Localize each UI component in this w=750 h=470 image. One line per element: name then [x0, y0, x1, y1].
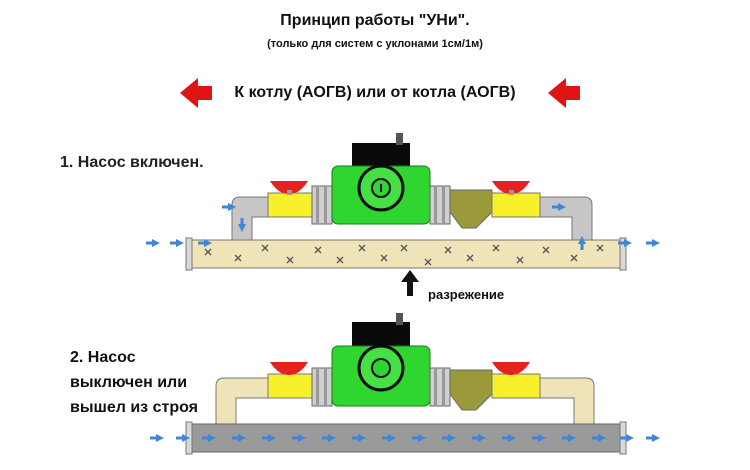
valve-body-right: [491, 192, 541, 218]
union-nut-left: [311, 185, 333, 225]
union-nut-right: [429, 185, 451, 225]
bypass-riser-right: [539, 196, 593, 241]
direction-arrow-right-icon: [548, 78, 580, 108]
valve-handle-right-2-icon: [492, 362, 530, 375]
main-pipe: [191, 239, 621, 269]
filter-body: [449, 189, 493, 229]
valve-body-left: [267, 192, 313, 218]
pipe-flange-left: [185, 237, 193, 271]
state-pump-on-label: 1. Насос включен.: [60, 154, 204, 171]
vacuum-label: разрежение: [428, 287, 505, 302]
vacuum-arrow-icon: [401, 270, 419, 296]
filter-body-2: [449, 369, 493, 411]
state-pump-off-label: 2. Насос выключен или вышел из строя: [70, 349, 198, 416]
diagram-title: Принцип работы "УНи".: [280, 12, 470, 29]
unit-pump-on: [146, 133, 660, 296]
bypass-riser-right-2: [539, 377, 595, 425]
pipe-flange-right: [619, 237, 627, 271]
flow-direction-label: К котлу (АОГВ) или от котла (АОГВ): [234, 84, 516, 101]
valve-handle-left-icon: [270, 181, 308, 194]
diagram-subtitle: (только для систем с уклонами 1см/1м): [267, 38, 483, 50]
valve-handle-right-icon: [492, 181, 530, 194]
valve-handle-left-2-icon: [270, 362, 308, 375]
unit-pump-off: [150, 313, 660, 455]
main-pipe-2: [191, 423, 621, 453]
bypass-riser-left: [231, 196, 273, 241]
direction-arrow-left-icon: [180, 78, 212, 108]
bypass-riser-left-2: [215, 377, 273, 425]
